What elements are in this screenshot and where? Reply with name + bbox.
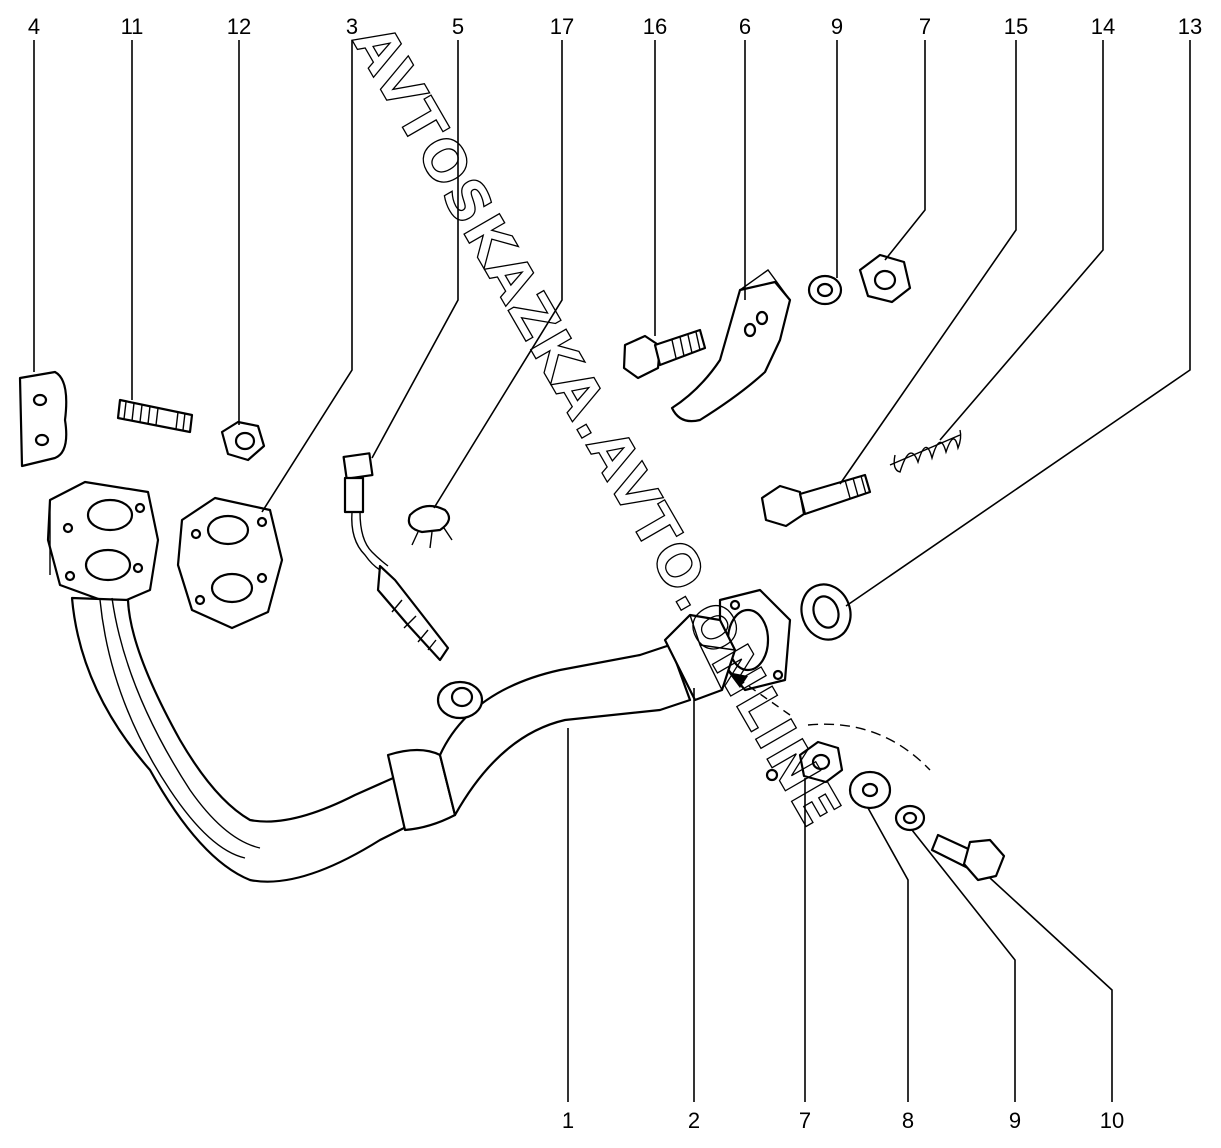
callout-3: 3 [346, 14, 358, 39]
callout-15: 15 [1004, 14, 1028, 39]
part-17-clip [407, 504, 453, 549]
callout-8: 8 [902, 1108, 914, 1133]
part-6-bracket [670, 269, 792, 423]
part-8-flat-washer [848, 770, 892, 810]
part-16-bolt [622, 328, 707, 380]
part-1-downpipe [46, 480, 792, 883]
assembly-path [728, 672, 931, 782]
part-13-seal-ring [800, 583, 852, 641]
part-14-spring [889, 429, 962, 473]
callout-12: 12 [227, 14, 251, 39]
callout-2: 2 [688, 1108, 700, 1133]
callout-7-bottom: 7 [799, 1108, 811, 1133]
callout-9-top: 9 [831, 14, 843, 39]
callout-16: 16 [643, 14, 667, 39]
callout-13: 13 [1178, 14, 1202, 39]
part-7-top-nut [858, 253, 912, 304]
leader-lines [33, 40, 1191, 1102]
part-3-gasket [176, 496, 284, 630]
part-2-clamp [663, 613, 737, 702]
callout-9-bottom: 9 [1009, 1108, 1021, 1133]
part-11-stud [116, 398, 194, 434]
part-4-plate [18, 370, 68, 468]
callout-10: 10 [1100, 1108, 1124, 1133]
callout-4: 4 [28, 14, 40, 39]
callout-11: 11 [121, 14, 144, 39]
part-9-top-spring-washer [807, 274, 843, 306]
part-5-oxygen-sensor [342, 452, 450, 662]
callout-14: 14 [1091, 14, 1115, 39]
callout-17: 17 [550, 14, 574, 39]
callout-6: 6 [739, 14, 751, 39]
callout-7-top: 7 [919, 14, 931, 39]
part-12-nut [220, 420, 266, 462]
part-9-bottom-spring-washer [894, 804, 926, 832]
callout-5: 5 [452, 14, 464, 39]
callout-1: 1 [562, 1108, 574, 1133]
part-10-bolt [930, 833, 1006, 882]
part-15-flanged-bolt [760, 473, 872, 528]
callout-labels: 4 11 12 3 5 17 16 6 9 7 15 14 13 1 2 7 8… [28, 14, 1202, 1133]
part-7-bottom-nut [798, 740, 844, 784]
